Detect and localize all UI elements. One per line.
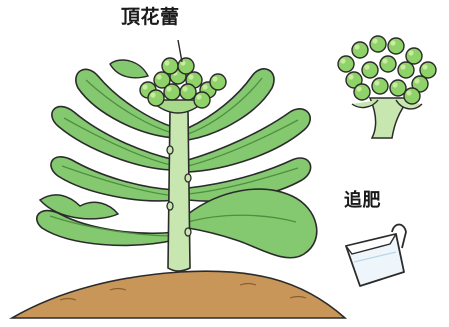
terminal-flower-bud-label: 頂花蕾 — [121, 6, 180, 28]
soil-mound — [9, 270, 348, 319]
broccoli-plant-illustration — [36, 39, 318, 272]
top-dressing-label: 追肥 — [344, 190, 381, 211]
bud-pointer-line — [177, 39, 183, 63]
terminal-flower-bud — [139, 57, 227, 114]
main-stem — [167, 109, 191, 272]
fertilizer-bucket-icon — [345, 223, 407, 287]
harvested-broccoli-head — [337, 35, 437, 139]
